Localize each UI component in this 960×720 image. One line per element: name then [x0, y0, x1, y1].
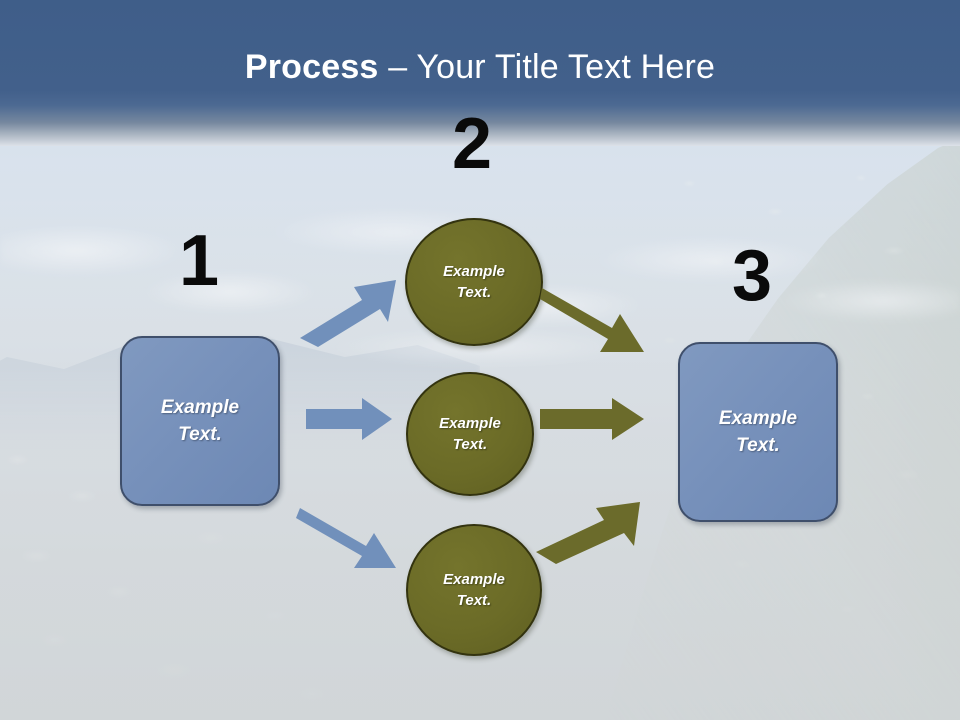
step-number-3: 3: [731, 236, 773, 316]
branch-circle-3-label: Example Text.: [443, 571, 505, 609]
arrow-branch-3-to-end-icon: [536, 502, 640, 564]
process-box-start-label: Example Text.: [160, 397, 240, 445]
arrow-branch-2-to-end-icon: [540, 398, 644, 440]
branch-circle-1[interactable]: Example Text.: [405, 218, 543, 346]
page-title-strong: Process: [244, 48, 379, 86]
branch-circle-2-label: Example Text.: [439, 415, 501, 453]
arrow-start-to-branch-1-icon: [300, 280, 396, 347]
arrow-branch-1-to-end-icon: [540, 288, 644, 352]
process-box-start[interactable]: Example Text.: [120, 336, 280, 506]
branch-circle-2[interactable]: Example Text.: [406, 372, 534, 496]
process-box-end-label: Example Text.: [718, 408, 798, 456]
step-number-2: 2: [451, 104, 493, 184]
process-box-end[interactable]: Example Text.: [678, 342, 838, 522]
step-number-1: 1: [178, 221, 220, 301]
title-banner: Process – Your Title Text Here: [0, 0, 960, 146]
arrow-start-to-branch-3-icon: [296, 508, 396, 568]
branch-circle-3[interactable]: Example Text.: [406, 524, 542, 656]
arrow-start-to-branch-2-icon: [306, 398, 392, 440]
page-title: Process – Your Title Text Here: [0, 46, 960, 88]
page-title-rest: – Your Title Text Here: [378, 48, 716, 86]
branch-circle-1-label: Example Text.: [443, 263, 505, 301]
